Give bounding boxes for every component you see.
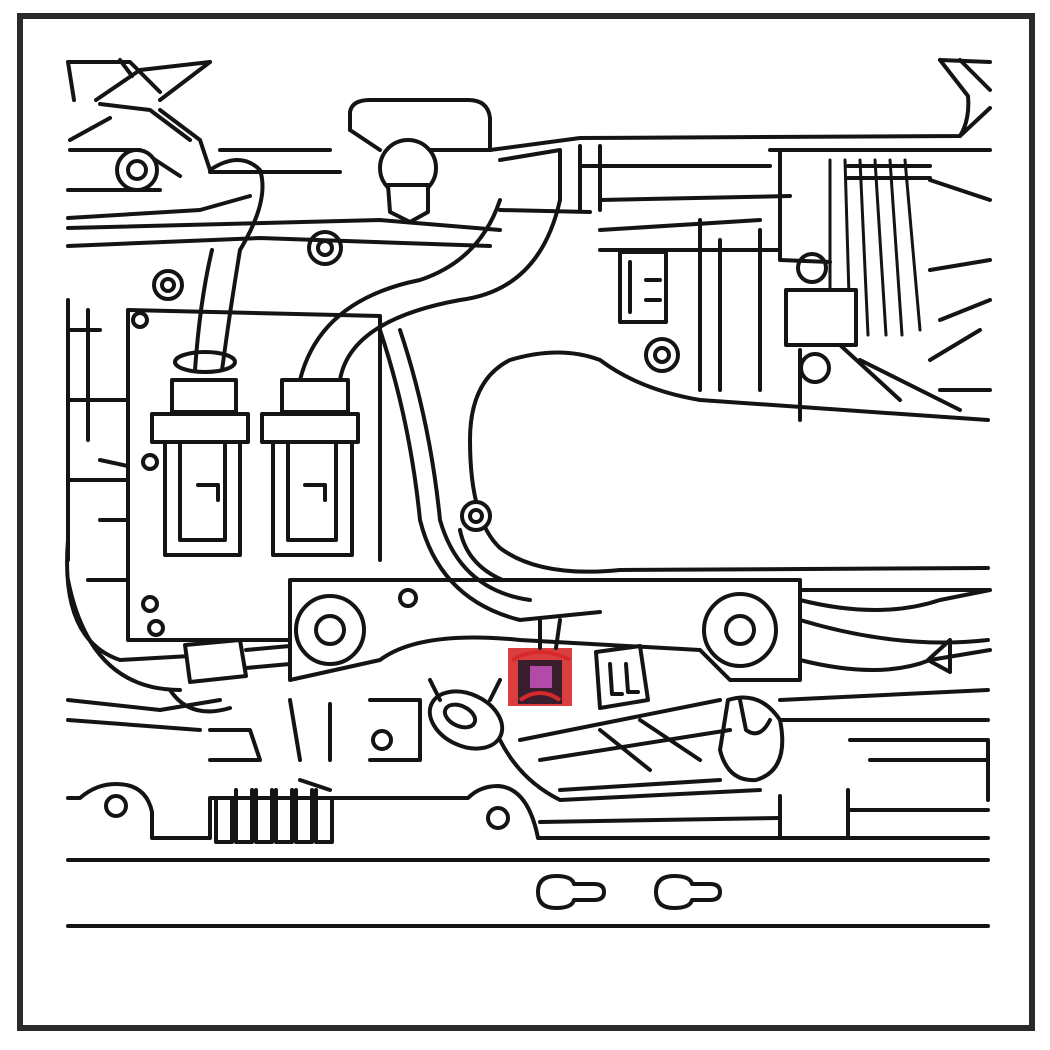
center-mount-bracket — [288, 578, 802, 682]
small-connector — [594, 644, 650, 710]
highlighted-connector-icon — [508, 618, 572, 706]
ignition-coil-left — [150, 378, 250, 557]
keyhole-slots — [536, 874, 722, 910]
right-components — [618, 218, 962, 422]
intake-hose — [298, 148, 592, 382]
ignition-coil-right — [260, 378, 360, 557]
upper-manifold — [66, 58, 992, 220]
left-lower-pipe — [65, 538, 292, 732]
left-hose — [173, 158, 265, 374]
vertical-hose-center — [378, 328, 602, 622]
coil-bracket — [66, 298, 382, 642]
wire-bundle-right — [778, 58, 992, 392]
bottom-rail — [66, 782, 990, 862]
lower-right-wiring — [778, 588, 992, 802]
lower-center-parts — [208, 678, 785, 802]
